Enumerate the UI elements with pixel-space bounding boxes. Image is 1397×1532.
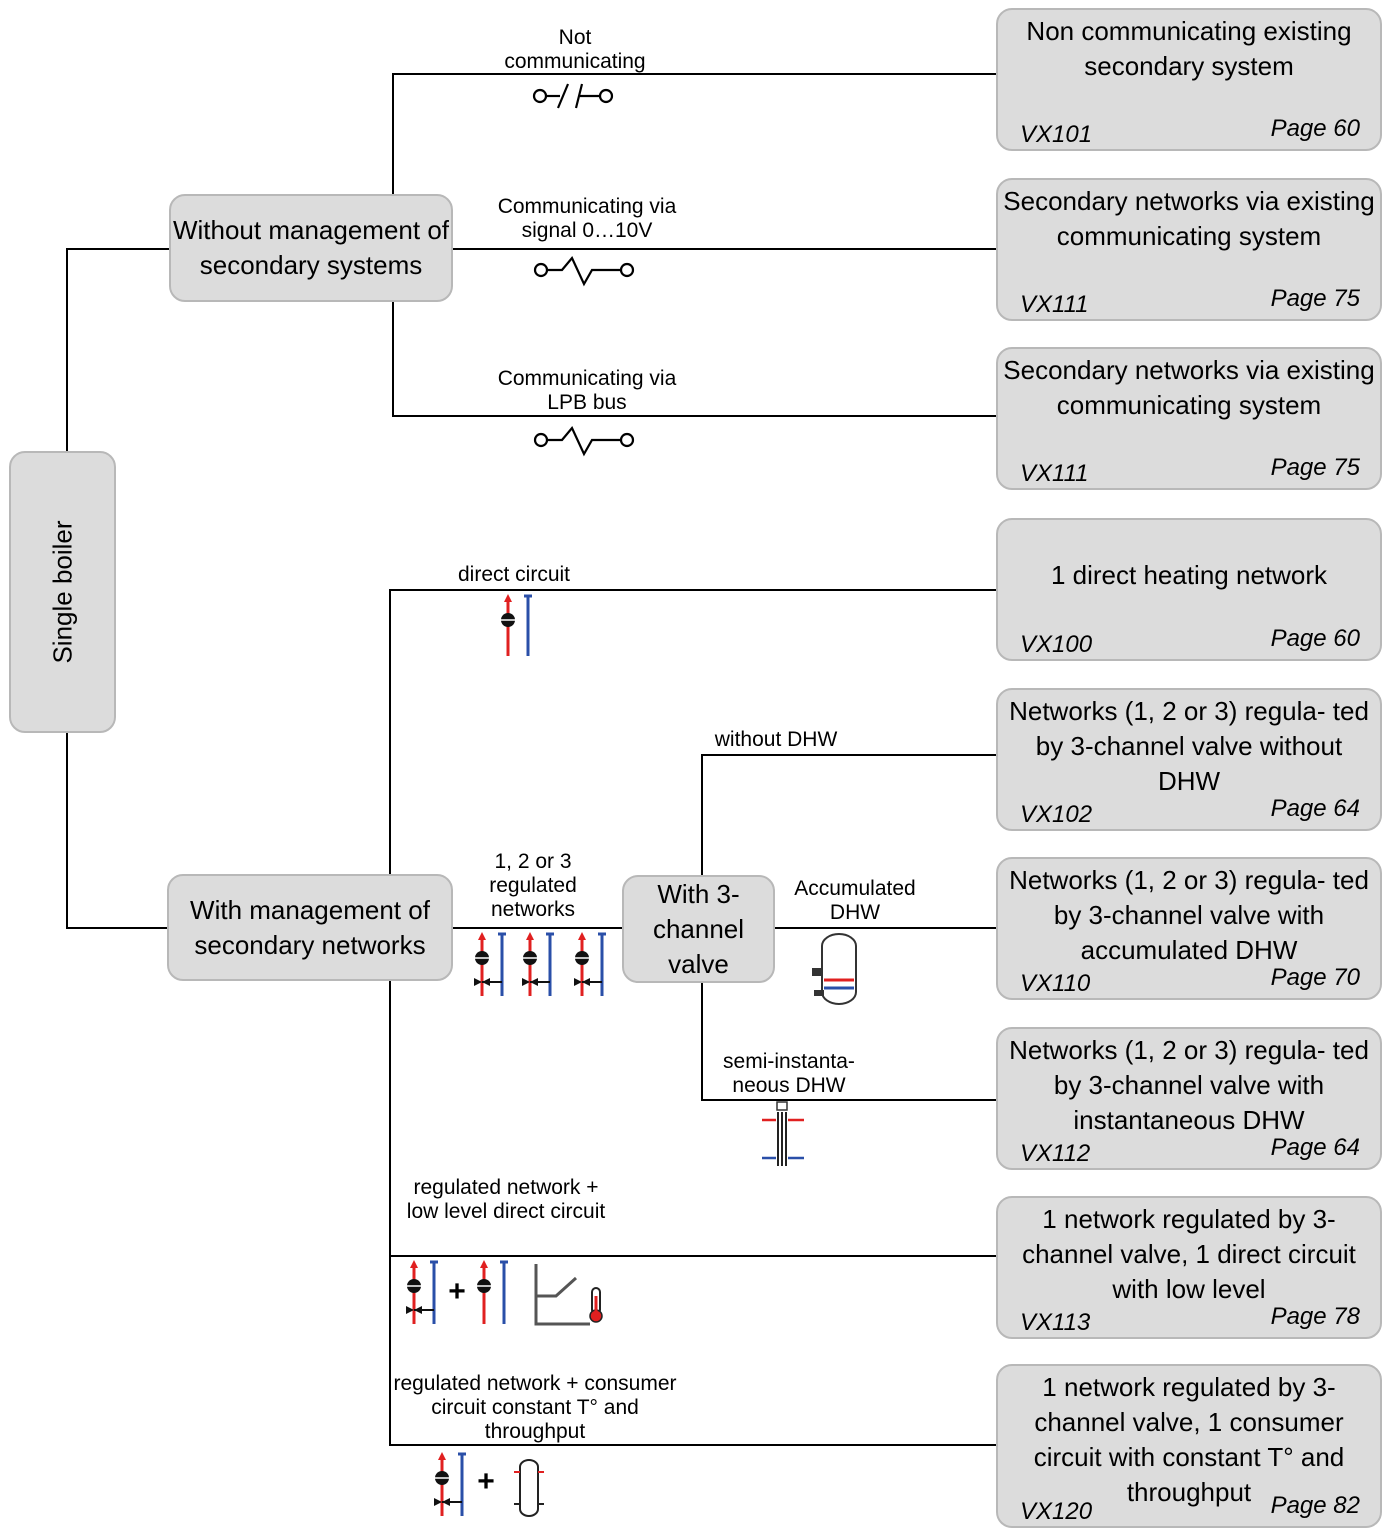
- result-code: VX111: [1020, 460, 1089, 487]
- root-label: Single boiler: [47, 520, 77, 664]
- result-text: Networks (1, 2 or 3) regula- ted by 3-ch…: [1009, 696, 1369, 796]
- pump-circuit-icon: [406, 1260, 438, 1324]
- result-vx100: 1 direct heating network VX100 Page 60: [996, 518, 1382, 661]
- label-direct-circuit: direct circuit: [457, 563, 571, 586]
- result-code: VX101: [1020, 121, 1093, 148]
- result-page: Page 75: [1270, 285, 1360, 312]
- with-management-node: With management of secondary networks: [167, 874, 453, 981]
- storage-tank-icon: [812, 933, 857, 1005]
- without-management-label: Without management of secondary systems: [172, 215, 450, 280]
- result-text: Secondary networks via existing communic…: [1003, 186, 1375, 251]
- label-regulated-networks: 1, 2 or 3 regulated networks: [489, 850, 577, 921]
- result-text: Networks (1, 2 or 3) regula- ted by 3-ch…: [1009, 1035, 1369, 1135]
- with-management-label: With management of secondary networks: [190, 894, 430, 960]
- result-page: Page 75: [1270, 454, 1360, 481]
- heat-exchanger-icon: [762, 1101, 804, 1166]
- label-regulated-consumer: regulated network + consumer circuit con…: [393, 1372, 677, 1443]
- signal-wave-icon: [533, 425, 635, 457]
- without-management-node: Without management of secondary systems: [169, 194, 453, 302]
- pump-circuit-icon: [501, 594, 532, 656]
- label-communicating-lpb: Communicating via LPB bus: [497, 367, 677, 414]
- result-page: Page 82: [1270, 1492, 1360, 1519]
- result-page: Page 60: [1270, 115, 1360, 142]
- result-page: Page 64: [1270, 795, 1360, 822]
- result-text: Non communicating existing secondary sys…: [1026, 16, 1352, 81]
- signal-wave-icon: [533, 255, 635, 287]
- label-without-dhw: without DHW: [714, 728, 838, 751]
- result-text: Networks (1, 2 or 3) regula- ted by 3-ch…: [1009, 865, 1369, 965]
- result-code: VX111: [1020, 291, 1089, 318]
- result-code: VX120: [1020, 1498, 1093, 1525]
- result-text: 1 network regulated by 3-channel valve, …: [1033, 1372, 1345, 1507]
- result-code: VX110: [1020, 970, 1091, 997]
- plus-sign: +: [477, 1465, 495, 1498]
- pump-circuit-icon: [474, 932, 506, 996]
- three-channel-label: With 3-channel valve: [652, 878, 745, 979]
- pump-circuit-icon: [434, 1452, 466, 1516]
- pump-circuit-icon: [574, 932, 606, 996]
- label-accumulated-dhw: Accumulated DHW: [794, 877, 916, 924]
- result-text: Secondary networks via existing communic…: [1003, 355, 1375, 420]
- thermostat-curve-icon: [534, 1264, 603, 1326]
- result-page: Page 78: [1270, 1303, 1360, 1330]
- label-communicating-signal: Communicating via signal 0…10V: [497, 195, 677, 242]
- pump-circuit-icon: [522, 932, 554, 996]
- result-code: VX100: [1020, 631, 1093, 658]
- result-page: Page 70: [1270, 964, 1360, 991]
- result-vx112: Networks (1, 2 or 3) regula- ted by 3-ch…: [996, 1027, 1382, 1170]
- result-code: VX113: [1020, 1309, 1091, 1336]
- buffer-tank-icon: [514, 1459, 544, 1517]
- result-vx113: 1 network regulated by 3-channel valve, …: [996, 1196, 1382, 1339]
- result-vx101: Non communicating existing secondary sys…: [996, 8, 1382, 151]
- label-semi-instantaneous-dhw: semi-instanta- neous DHW: [723, 1050, 855, 1097]
- result-vx110: Networks (1, 2 or 3) regula- ted by 3-ch…: [996, 857, 1382, 1000]
- result-vx111-lpb: Secondary networks via existing communic…: [996, 347, 1382, 490]
- result-page: Page 60: [1270, 625, 1360, 652]
- pump-circuit-icon: [477, 1260, 508, 1324]
- label-regulated-low-level: regulated network + low level direct cir…: [406, 1176, 606, 1223]
- result-vx120: 1 network regulated by 3-channel valve, …: [996, 1364, 1382, 1528]
- root-node: Single boiler: [9, 451, 116, 733]
- result-page: Page 64: [1270, 1134, 1360, 1161]
- switch-open-icon: [532, 83, 614, 109]
- result-vx102: Networks (1, 2 or 3) regula- ted by 3-ch…: [996, 688, 1382, 831]
- plus-sign: +: [448, 1275, 466, 1308]
- result-code: VX112: [1020, 1140, 1091, 1167]
- result-text: 1 direct heating network: [1050, 560, 1328, 590]
- label-not-communicating: Not communicating: [504, 26, 646, 73]
- result-text: 1 network regulated by 3-channel valve, …: [1022, 1204, 1356, 1304]
- three-channel-node: With 3-channel valve: [622, 875, 775, 983]
- result-code: VX102: [1020, 801, 1093, 828]
- result-vx111-signal: Secondary networks via existing communic…: [996, 178, 1382, 321]
